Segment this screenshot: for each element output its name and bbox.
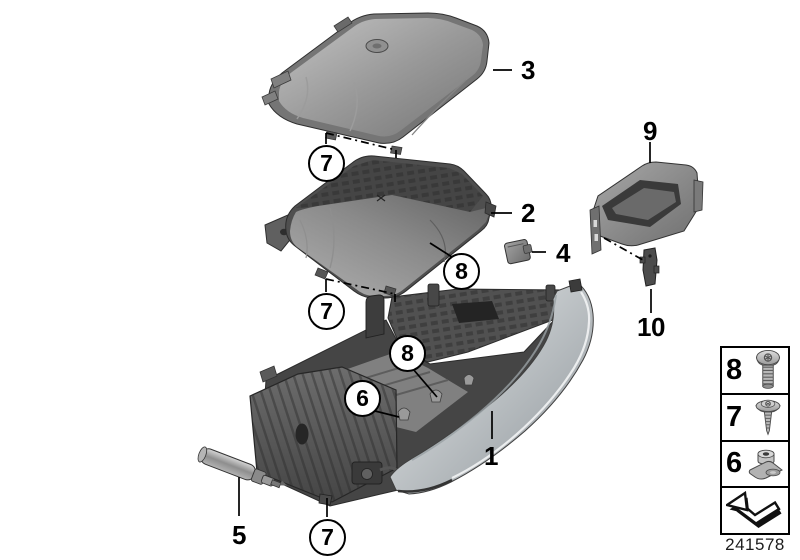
callout-10[interactable]: 10 <box>637 312 665 342</box>
part-9-storage-tray <box>589 161 704 255</box>
leader-lines <box>238 69 652 517</box>
leader-9-to-10 <box>603 237 644 261</box>
legend-row-8[interactable]: 8 <box>722 348 788 395</box>
callout-circle-8-side[interactable]: 8 <box>443 253 480 290</box>
leader-8-side <box>429 242 453 258</box>
clip-nut-icon <box>746 445 786 483</box>
torx-pan-head-screw-icon <box>750 349 786 391</box>
legend-row-6[interactable]: 6 <box>722 442 788 489</box>
part-5-damper <box>197 446 288 489</box>
continuation-arrow-icon <box>726 490 784 531</box>
leader-7-mid-bracket <box>325 279 396 302</box>
tray-right-flange <box>693 179 704 213</box>
shelf-cutout <box>452 301 499 323</box>
legend-row-7[interactable]: 7 <box>722 395 788 442</box>
leader-8-tray <box>412 368 438 398</box>
part-3-glovebox-lid <box>261 12 490 155</box>
housing-keyhole <box>295 423 309 445</box>
flanged-tapping-screw-icon <box>750 396 786 438</box>
part-4-clip <box>504 239 533 265</box>
diagram-number: 241578 <box>725 535 785 554</box>
callout-1[interactable]: 1 <box>484 441 498 471</box>
part-10-bracket <box>639 247 660 287</box>
shelf-post <box>365 294 385 339</box>
fastener-legend: 8 7 6 <box>720 346 790 535</box>
callout-circle-7-top[interactable]: 7 <box>308 145 345 182</box>
legend-ref-7: 7 <box>726 400 743 433</box>
callout-5[interactable]: 5 <box>232 520 246 550</box>
lid-top-surface <box>279 18 483 137</box>
callout-3[interactable]: 3 <box>521 55 535 85</box>
callout-circle-7-bottom[interactable]: 7 <box>309 519 346 556</box>
callout-4[interactable]: 4 <box>556 238 570 268</box>
leader-6 <box>374 410 400 418</box>
lid-left-tab <box>270 70 292 89</box>
callout-circle-7-mid[interactable]: 7 <box>308 293 345 330</box>
legend-ref-8: 8 <box>726 353 743 386</box>
legend-row-continuation[interactable] <box>722 488 788 533</box>
callout-circle-6[interactable]: 6 <box>344 380 381 417</box>
leader-7-top-bracket <box>325 133 397 158</box>
bin-front-face <box>290 195 489 296</box>
callout-circle-8-tray[interactable]: 8 <box>389 335 426 372</box>
part-1-glovebox-housing <box>249 278 594 507</box>
legend-ref-6: 6 <box>726 447 743 480</box>
tray-left-flange <box>589 205 602 255</box>
callout-9[interactable]: 9 <box>643 116 657 146</box>
callout-2[interactable]: 2 <box>521 198 535 228</box>
